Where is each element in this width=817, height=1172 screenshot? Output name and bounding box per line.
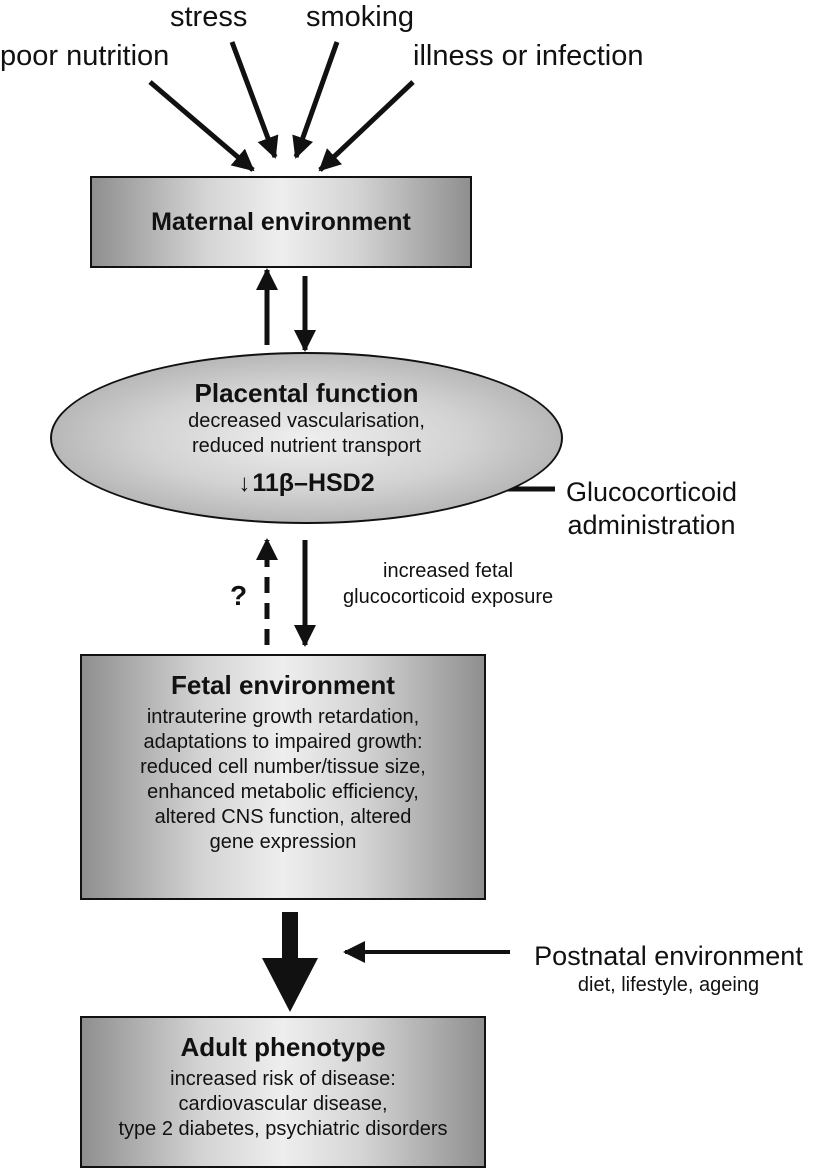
glucocorticoid-label: Glucocorticoid administration [566,476,737,542]
label-illness: illness or infection [413,40,644,72]
fetal-line-4: enhanced metabolic efficiency, [147,781,419,804]
adult-line-2: cardiovascular disease, [178,1093,388,1116]
maternal-environment-box: Maternal environment [90,176,472,268]
glucocorticoid-line-2: administration [567,510,736,540]
fetal-exposure-line-1: increased fetal [383,560,514,582]
postnatal-subtitle: diet, lifestyle, ageing [577,974,760,996]
placental-line-2: reduced nutrient transport [191,435,422,458]
placental-title: Placental function [194,378,419,408]
placental-line-1: decreased vascularisation, [188,410,425,433]
fetal-environment-box: Fetal environment intrauterine growth re… [80,654,486,900]
fetal-line-3: reduced cell number/tissue size, [140,756,426,779]
placental-function-ellipse: Placental function decreased vascularisa… [50,352,563,524]
arrow-stress [229,41,279,159]
adult-line-3: type 2 diabetes, psychiatric disorders [118,1118,448,1141]
down-arrow-icon: ↓ [238,470,251,498]
maternal-title: Maternal environment [151,208,411,236]
enzyme-label: ↓ 11β–HSD2 [238,469,374,498]
arrow-fetal-to-adult-head [262,958,318,1012]
postnatal-label: Postnatal environment diet, lifestyle, a… [520,940,817,998]
fetal-line-2: adaptations to impaired growth: [143,731,423,754]
question-mark: ? [230,580,248,611]
fetal-line-5: altered CNS function, altered [154,806,412,829]
glucocorticoid-line-1: Glucocorticoid [566,477,738,507]
fetal-line-1: intrauterine growth retardation, [146,706,420,729]
fetal-line-6: gene expression [209,831,357,854]
arrow-illness [318,80,415,172]
fetal-exposure-line-2: glucocorticoid exposure [343,586,554,608]
fetal-title: Fetal environment [171,670,395,700]
label-smoking: smoking [306,1,414,33]
enzyme-name: 11β–HSD2 [252,469,375,498]
adult-phenotype-box: Adult phenotype increased risk of diseas… [80,1016,486,1168]
fetal-exposure-label: increased fetal glucocorticoid exposure [343,558,553,610]
postnatal-title: Postnatal environment [534,941,803,971]
arrow-smoking [292,41,340,159]
arrow-poor-nutrition [148,80,255,172]
arrow-fetal-to-adult-shaft [282,912,298,962]
label-poor-nutrition: poor nutrition [0,40,170,72]
label-stress: stress [170,1,248,33]
adult-line-1: increased risk of disease: [170,1068,396,1091]
adult-title: Adult phenotype [180,1032,386,1062]
